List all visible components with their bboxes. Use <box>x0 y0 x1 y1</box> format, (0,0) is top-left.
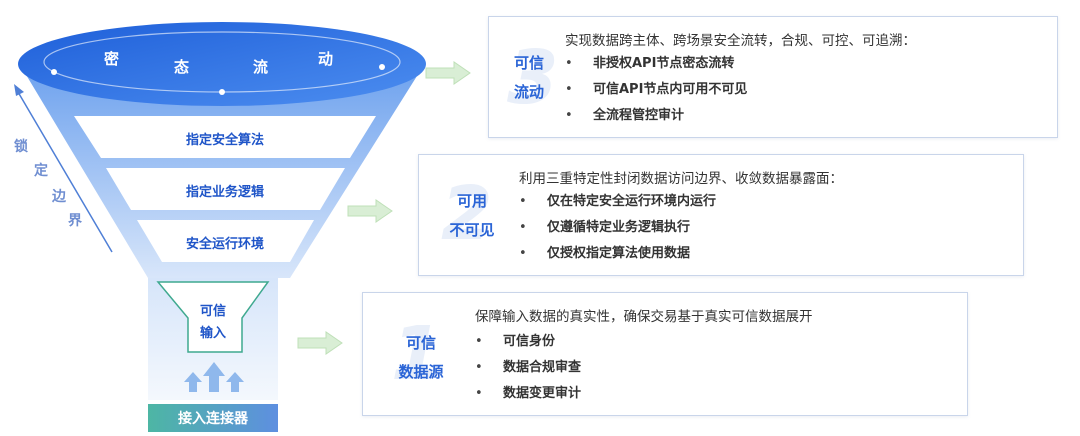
funnel-layer-1 <box>74 116 376 158</box>
input-label-line: 可信 <box>199 304 226 319</box>
arrow-right-icon <box>297 331 343 355</box>
panel-category: 可信数据源 <box>398 334 444 381</box>
panel-list: 非授权API节点密态流转 可信API节点内可用不可见 全流程管控审计 <box>565 51 747 129</box>
arrow-right-icon <box>347 199 393 223</box>
arrow-right-icon <box>425 61 471 85</box>
list-item: 全流程管控审计 <box>565 103 747 129</box>
side-label-char: 边 <box>52 189 66 205</box>
side-label-char: 锁 <box>14 139 28 155</box>
input-label-line: 输入 <box>199 326 226 341</box>
panel-list: 仅在特定安全运行环境内运行 仅遵循特定业务逻辑执行 仅授权指定算法使用数据 <box>519 189 716 267</box>
up-arrows-icon <box>184 362 244 392</box>
funnel-top-char: 态 <box>174 58 190 76</box>
list-item: 可信身份 <box>475 329 581 355</box>
funnel-layer-label: 指定业务逻辑 <box>185 185 264 200</box>
funnel-top-ellipse <box>18 22 426 106</box>
side-label-char: 定 <box>34 163 48 179</box>
panel-number: 3 <box>507 35 559 121</box>
panel-number: 2 <box>441 171 493 257</box>
list-item: 数据变更审计 <box>475 381 581 407</box>
funnel-layer-label: 指定安全算法 <box>185 133 264 148</box>
funnel-layer-2 <box>106 168 345 210</box>
list-item: 可信API节点内可用不可见 <box>565 77 747 103</box>
panel-list: 可信身份 数据合规审查 数据变更审计 <box>475 329 581 407</box>
ellipse-dot <box>219 89 225 95</box>
panel-category: 可用不可见 <box>449 192 495 239</box>
side-arrow-head <box>14 84 24 96</box>
list-item: 非授权API节点密态流转 <box>565 51 747 77</box>
list-item: 数据合规审查 <box>475 355 581 381</box>
side-label-char: 界 <box>68 213 82 229</box>
panel-category: 可信流动 <box>513 54 544 101</box>
funnel-top-char: 流 <box>253 58 269 76</box>
panel-number: 1 <box>391 311 443 397</box>
input-trapezoid <box>156 281 270 353</box>
funnel-top-char: 动 <box>318 50 334 68</box>
funnel-graphic <box>14 22 426 400</box>
list-item: 仅在特定安全运行环境内运行 <box>519 189 716 215</box>
panel-heading: 保障输入数据的真实性，确保交易基于真实可信数据展开 <box>475 309 813 325</box>
side-arrow-line <box>17 91 113 253</box>
funnel-top-char: 密 <box>104 50 120 68</box>
funnel-layer-label: 安全运行环境 <box>185 237 264 252</box>
ellipse-dot <box>51 69 57 75</box>
panel-heading: 利用三重特定性封闭数据访问边界、收敛数据暴露面： <box>519 171 843 187</box>
list-item: 仅遵循特定业务逻辑执行 <box>519 215 716 241</box>
funnel-layer-3 <box>137 220 314 262</box>
list-item: 仅授权指定算法使用数据 <box>519 241 716 267</box>
panel-usable-invisible: 2 可用不可见 利用三重特定性封闭数据访问边界、收敛数据暴露面： 仅在特定安全运… <box>418 154 1024 276</box>
ellipse-dot <box>379 64 385 70</box>
panel-heading: 实现数据跨主体、跨场景安全流转，合规、可控、可追溯： <box>565 33 916 49</box>
connector-label: 接入连接器 <box>148 404 278 432</box>
